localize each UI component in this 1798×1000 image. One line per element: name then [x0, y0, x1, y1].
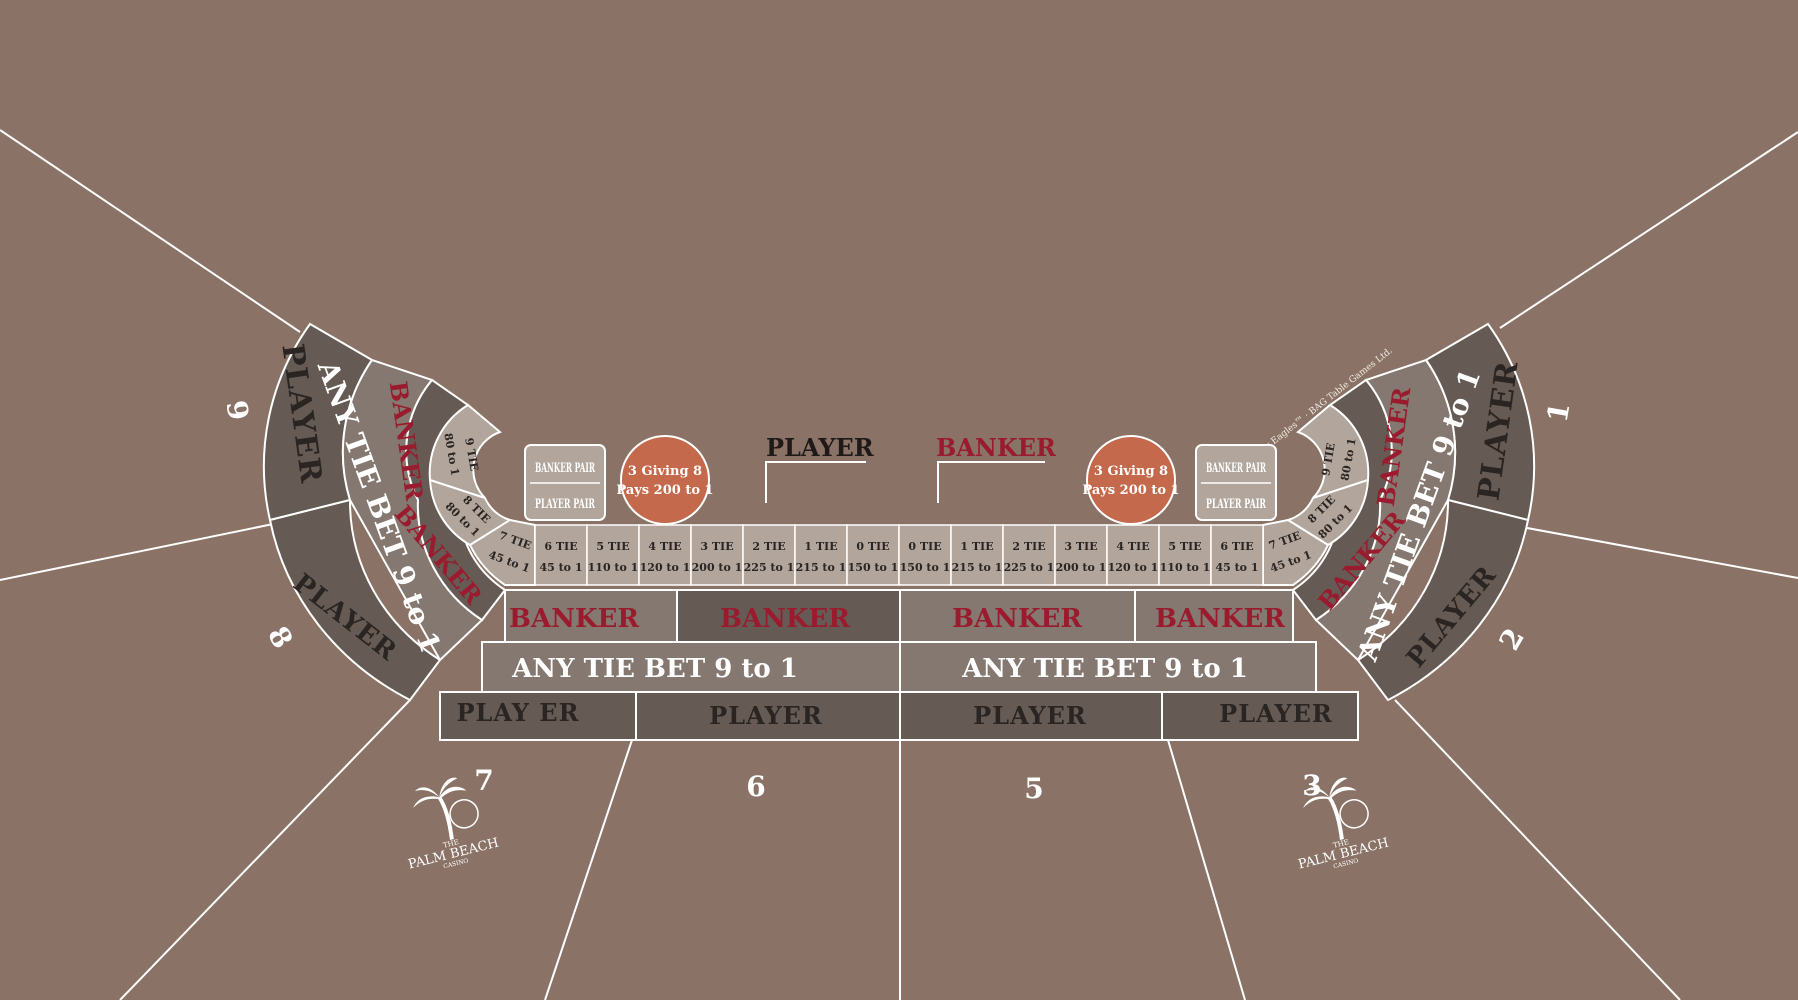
- tie-cell[interactable]: 5 TIE 110 to 1: [586, 524, 640, 586]
- banker-band-4-label: BANKER: [1155, 604, 1285, 634]
- tie-cell[interactable]: 5 TIE 110 to 1: [1158, 524, 1212, 586]
- player-header-label: PLAYER: [766, 433, 875, 462]
- logo-left-line1: THE: [442, 838, 459, 850]
- tie-cell-label: 6 TIE: [544, 540, 577, 553]
- tie-cell-label: 2 TIE: [1012, 540, 1045, 553]
- seat-number-7: 7: [474, 764, 493, 797]
- tie-cell-payout: 45 to 1: [539, 561, 582, 574]
- pair-left-player: PLAYER PAIR: [535, 497, 595, 512]
- circle-right-line2: Pays 200 to 1: [1082, 483, 1179, 498]
- player-band-4-label: PLAYER: [1219, 699, 1333, 728]
- seat-number-3: 3: [1302, 769, 1321, 802]
- tie-cell[interactable]: 4 TIE 120 to 1: [638, 524, 692, 586]
- tie-cell-label: 5 TIE: [596, 540, 629, 553]
- circle-left-line1: 3 Giving 8: [628, 464, 702, 479]
- seat-number-5: 5: [1024, 772, 1043, 805]
- side-bet-circle-left[interactable]: [620, 435, 710, 525]
- tie-cell[interactable]: 1 TIE 215 to 1: [794, 524, 848, 586]
- tie-cell[interactable]: 0 TIE 150 to 1: [846, 524, 900, 586]
- left-tie9-cell[interactable]: [428, 403, 502, 499]
- tie-cell[interactable]: 3 TIE 200 to 1: [690, 524, 744, 586]
- palm-tree-icon: [413, 777, 479, 840]
- palm-tree-icon: [1303, 777, 1369, 840]
- player-band-4[interactable]: [1161, 691, 1359, 741]
- player-header: [765, 461, 866, 503]
- left-arc: [262, 322, 536, 702]
- right-tie9-top: 9 TIE: [1319, 442, 1338, 477]
- tie-cell[interactable]: 4 TIE 120 to 1: [1106, 524, 1160, 586]
- banker-band-4[interactable]: [1134, 589, 1294, 643]
- tie-cell[interactable]: 6 TIE 45 to 1: [534, 524, 588, 586]
- tie-cell[interactable]: 3 TIE 200 to 1: [1054, 524, 1108, 586]
- banker-band-1[interactable]: [504, 589, 678, 643]
- banker-band-2-label: BANKER: [720, 604, 850, 634]
- any-tie-band-left[interactable]: [481, 641, 901, 693]
- any-tie-right-label: ANY TIE BET 9 to 1: [961, 654, 1248, 684]
- tie-cell-payout: 120 to 1: [1108, 561, 1159, 574]
- tie-cell-payout: 215 to 1: [796, 561, 847, 574]
- pair-right-banker: BANKER PAIR: [1206, 461, 1266, 476]
- tie-cell[interactable]: 2 TIE 225 to 1: [1002, 524, 1056, 586]
- tie-cell-label: 0 TIE: [908, 540, 941, 553]
- tie-cell-payout: 225 to 1: [744, 561, 795, 574]
- tie-cell[interactable]: 6 TIE 45 to 1: [1210, 524, 1264, 586]
- tie-cell-label: 2 TIE: [752, 540, 785, 553]
- player-band-3[interactable]: [899, 691, 1163, 741]
- right-arc: [1262, 322, 1536, 702]
- player-band-1[interactable]: [439, 691, 637, 741]
- side-bet-circle-right[interactable]: [1086, 435, 1176, 525]
- player-band-3-label: PLAYER: [973, 701, 1087, 730]
- tie-cell-payout: 45 to 1: [1215, 561, 1258, 574]
- banker-band-3-label: BANKER: [952, 604, 1082, 634]
- tie-cell-label: 5 TIE: [1168, 540, 1201, 553]
- pair-right-player: PLAYER PAIR: [1206, 497, 1266, 512]
- tie-cell-payout: 110 to 1: [588, 561, 639, 574]
- tie-cell[interactable]: 2 TIE 225 to 1: [742, 524, 796, 586]
- tie-cell-payout: 200 to 1: [1056, 561, 1107, 574]
- tie-cell-label: 1 TIE: [960, 540, 993, 553]
- logo-right-line1: THE: [1332, 838, 1349, 850]
- tie-cell[interactable]: 1 TIE 215 to 1: [950, 524, 1004, 586]
- pair-box-right[interactable]: [1195, 444, 1277, 521]
- tie-cell-label: 6 TIE: [1220, 540, 1253, 553]
- tie-cell-payout: 200 to 1: [692, 561, 743, 574]
- tie-cell-label: 4 TIE: [648, 540, 681, 553]
- banker-header: [937, 461, 1045, 503]
- tie-cell-label: 0 TIE: [856, 540, 889, 553]
- tie-cell-label: 3 TIE: [700, 540, 733, 553]
- seat-number-6: 6: [746, 770, 765, 803]
- center-bands: [439, 589, 1359, 741]
- circle-left-line2: Pays 200 to 1: [616, 483, 713, 498]
- tie-cell-payout: 150 to 1: [848, 561, 899, 574]
- right-lower-player-band[interactable]: [1356, 498, 1530, 702]
- tie-cell-payout: 225 to 1: [1004, 561, 1055, 574]
- any-tie-left-label: ANY TIE BET 9 to 1: [511, 654, 798, 684]
- left-tie9-top: 9 TIE: [462, 437, 481, 472]
- tie-cell-label: 4 TIE: [1116, 540, 1149, 553]
- player-band-1-label: PLAY ER: [456, 698, 579, 727]
- tie-cell-payout: 215 to 1: [952, 561, 1003, 574]
- tie-cell-payout: 120 to 1: [640, 561, 691, 574]
- right-tie9-cell[interactable]: [1296, 403, 1370, 499]
- banker-band-3[interactable]: [899, 589, 1136, 643]
- tie-cell[interactable]: 0 TIE 150 to 1: [898, 524, 952, 586]
- tie-cell-payout: 150 to 1: [900, 561, 951, 574]
- left-lower-player-band[interactable]: [268, 498, 442, 702]
- player-band-2[interactable]: [635, 691, 901, 741]
- player-band-2-label: PLAYER: [709, 701, 823, 730]
- banker-header-label: BANKER: [936, 433, 1057, 462]
- pair-left-banker: BANKER PAIR: [535, 461, 595, 476]
- tie-cell-label: 1 TIE: [804, 540, 837, 553]
- any-tie-band-right[interactable]: [899, 641, 1317, 693]
- tie-cell-payout: 110 to 1: [1160, 561, 1211, 574]
- seat-dividers: [0, 129, 1798, 1000]
- circle-right-line1: 3 Giving 8: [1094, 464, 1168, 479]
- pair-box-left[interactable]: [524, 444, 606, 521]
- banker-band-1-label: BANKER: [509, 604, 639, 634]
- tie-cell-label: 3 TIE: [1064, 540, 1097, 553]
